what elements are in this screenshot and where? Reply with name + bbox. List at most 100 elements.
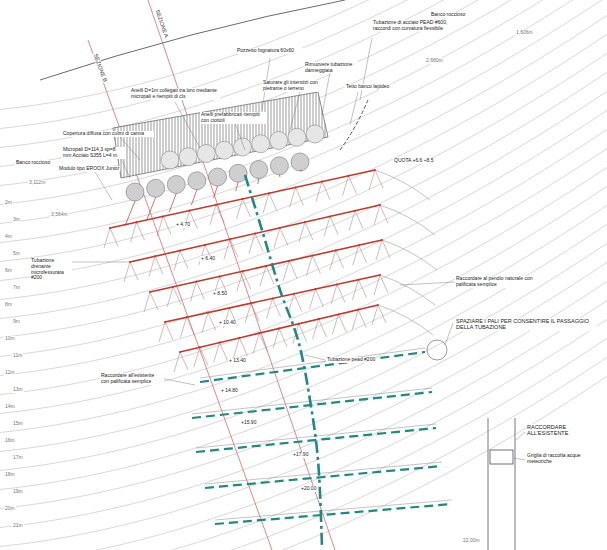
anchor-wire — [283, 261, 289, 281]
anchor-wire — [369, 170, 375, 190]
anchor-wire — [165, 322, 173, 340]
contour-line — [0, 221, 607, 471]
pile-head — [204, 244, 206, 246]
section-line — [148, 0, 335, 550]
anchor-wire — [243, 271, 251, 289]
annotation-label: Tetto banco lapideo — [345, 84, 390, 90]
anchor-wire — [374, 275, 380, 295]
anchor-wire — [199, 245, 205, 265]
elevation-label: 12m — [4, 370, 16, 376]
anchor-wire — [337, 284, 345, 302]
ring — [234, 138, 252, 156]
pile-head — [315, 288, 317, 290]
anchor-wire — [294, 294, 302, 312]
pile-head — [229, 238, 231, 240]
leader-line — [305, 355, 325, 360]
annotation-label: Tubazione di acciaio PEAD #600, raccordi… — [372, 20, 449, 32]
ring — [209, 168, 227, 186]
elevation-label: 4m — [4, 234, 13, 240]
road-edge — [515, 418, 516, 550]
anchor-wire — [173, 287, 181, 305]
elevation-label: 5m — [12, 251, 21, 257]
elevation-label: 9m — [12, 319, 21, 325]
contour-line — [0, 316, 607, 550]
ring — [179, 148, 197, 166]
anchor-wire — [144, 292, 150, 312]
annotation-label: + 6.40 — [200, 256, 216, 262]
anchor-wire — [269, 193, 277, 211]
anchor-wire — [343, 176, 349, 196]
anchor-wire — [358, 310, 366, 328]
anchor-wire — [374, 205, 380, 225]
annotation-label: Pozzetto fognatura 60x60 — [236, 48, 306, 54]
anchor-wire — [382, 240, 390, 258]
anchor-wire — [187, 317, 195, 335]
anchor-wire — [159, 322, 165, 342]
annotation-label: RACCORDARE ALL'ESISTENTE — [526, 424, 596, 437]
anchor-wire — [202, 313, 208, 333]
anchor-wire — [330, 216, 338, 234]
crib-edge — [192, 388, 432, 414]
pile-head — [258, 332, 260, 334]
timber-cribs — [192, 348, 452, 524]
pile-head — [195, 281, 197, 283]
anchor-wire — [239, 338, 247, 356]
contour-line — [0, 202, 607, 452]
leader-line — [445, 323, 453, 345]
anchor-wire — [279, 329, 287, 347]
anchor-wire — [167, 287, 173, 307]
anchor-wire — [149, 256, 155, 276]
annotation-label: Rimuovere tubazione danneggiata — [304, 62, 361, 74]
terrain-edge — [40, 0, 345, 80]
anchor-wire — [131, 222, 137, 242]
pile-head — [154, 255, 156, 257]
pile-head — [358, 244, 360, 246]
anchor-wire — [208, 313, 216, 331]
anchor-wire — [224, 239, 230, 259]
slope-link — [378, 305, 433, 335]
pile-head — [348, 175, 350, 177]
anchor-wire — [155, 256, 163, 274]
leader-line — [514, 458, 525, 460]
anchor-wire — [376, 240, 382, 260]
micropile-tie — [214, 186, 218, 198]
leader-line — [516, 432, 525, 440]
ring — [250, 161, 268, 179]
pile-head — [298, 323, 300, 325]
ring — [229, 164, 247, 182]
micropile-tie — [236, 182, 239, 191]
anchor-wire — [312, 256, 320, 274]
annotation-label: + 4.70 — [175, 222, 191, 228]
leader-line — [120, 156, 130, 178]
anchor-wire — [353, 280, 359, 300]
anchor-wire — [150, 292, 158, 310]
anchor-wire — [316, 289, 324, 307]
anchor-wire — [249, 234, 255, 254]
anchor-wire — [289, 261, 297, 279]
crib-wall — [200, 352, 425, 382]
elevation-label: 1,606m — [515, 30, 534, 36]
annotation-label: Modulo tipo EROOX Junior — [58, 166, 120, 172]
pile-head — [311, 255, 313, 257]
pile-head — [219, 275, 221, 277]
leader-line — [360, 38, 372, 100]
leader-line — [95, 172, 112, 200]
contour-line — [0, 107, 607, 357]
pile-head — [318, 318, 320, 320]
annotation-label: + 8.50 — [212, 291, 228, 297]
anchor-wire — [180, 251, 188, 269]
elevation-label: 3,112m — [28, 180, 46, 186]
anchor-wire — [274, 228, 280, 248]
leader-line — [70, 262, 130, 263]
road-edge — [488, 418, 489, 550]
anchor-wire — [210, 205, 216, 225]
pile-head — [278, 328, 280, 330]
pile-head — [164, 321, 166, 323]
anchor-wire — [310, 289, 316, 309]
crib-wall — [215, 504, 452, 524]
anchor-wire — [380, 275, 388, 293]
anchor-wire — [359, 280, 367, 298]
anchor-wire — [332, 314, 338, 334]
elevation-label: 8m — [4, 302, 13, 308]
